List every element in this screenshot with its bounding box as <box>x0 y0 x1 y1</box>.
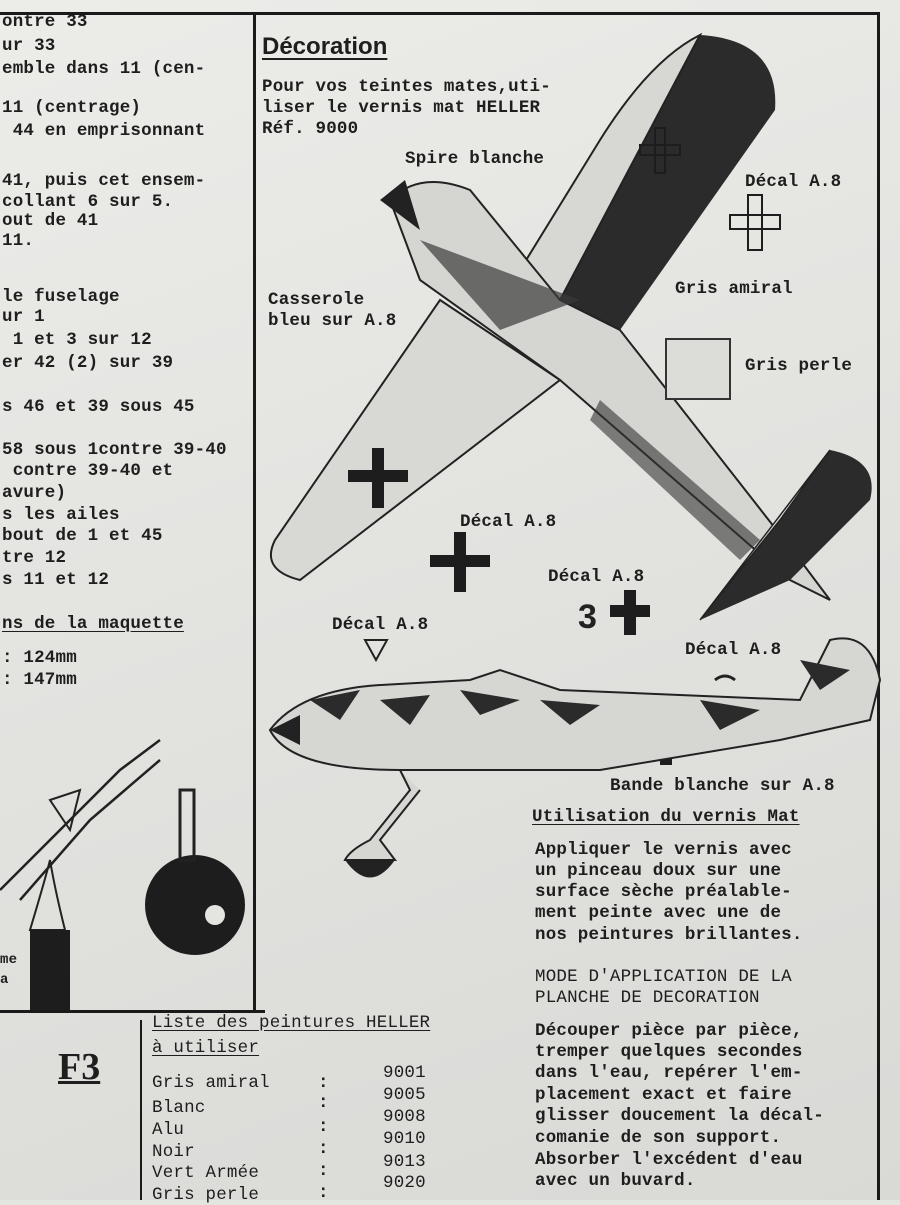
mode-line: comanie de son support. <box>535 1128 782 1148</box>
paint-name: Alu <box>152 1120 185 1140</box>
aircraft-number: 3 <box>578 598 597 636</box>
mode-line: avec un buvard. <box>535 1171 696 1191</box>
decoration-title: Décoration <box>262 33 388 60</box>
instruction-line: out de 41 <box>2 211 99 231</box>
mode-heading: PLANCHE DE DECORATION <box>535 988 760 1008</box>
paint-ref: 9005 <box>383 1085 426 1105</box>
paint-ref: 9001 <box>383 1063 426 1083</box>
paint-ref: 9013 <box>383 1152 426 1172</box>
instruction-line: 11. <box>2 231 35 251</box>
mode-line: Absorber l'excédent d'eau <box>535 1150 803 1170</box>
dimensions-heading: ns de la maquette <box>2 614 184 634</box>
dimension-length: : 147mm <box>2 670 77 690</box>
label-decal-fuselage: Décal A.8 <box>548 567 645 587</box>
mode-line: tremper quelques secondes <box>535 1042 803 1062</box>
instruction-line: contre 39-40 et <box>2 461 174 481</box>
vernis-line: ment peinte avec une de <box>535 903 782 923</box>
label-gris-amiral: Gris amiral <box>675 279 793 299</box>
balkenkreuz-outline-icon <box>639 127 781 251</box>
assembly-sketch <box>0 739 245 1010</box>
instruction-line: bout de 1 et 45 <box>2 526 163 546</box>
fragment-text: me <box>0 952 18 968</box>
instruction-line: 58 sous 1contre 39-40 <box>2 440 227 460</box>
instruction-line: ur 1 <box>2 307 45 327</box>
instruction-line: ur 33 <box>2 36 56 56</box>
gris-perle-swatch <box>665 338 731 400</box>
mode-heading: MODE D'APPLICATION DE LA <box>535 967 792 987</box>
label-decal-top: Décal A.8 <box>745 172 842 192</box>
paint-box-divider <box>140 1020 142 1200</box>
paint-name: Noir <box>152 1142 195 1162</box>
candle-icon <box>30 930 70 1010</box>
right-border <box>877 12 880 1200</box>
aircraft-drawings: 3 <box>268 32 882 878</box>
vernis-heading: Utilisation du vernis Mat <box>532 807 800 827</box>
paint-list-heading: à utiliser <box>152 1038 260 1058</box>
page-label: F3 <box>58 1046 101 1088</box>
aircraft-side-view: 3 <box>268 598 882 878</box>
paint-ref: 9008 <box>383 1107 426 1127</box>
decoration-intro: Pour vos teintes mates,uti- <box>262 77 551 97</box>
instruction-line: 41, puis cet ensem- <box>2 171 206 191</box>
decoration-intro: liser le vernis mat HELLER <box>262 98 541 118</box>
paint-name: Vert Armée <box>152 1163 260 1183</box>
paint-name: Gris perle <box>152 1185 260 1205</box>
vernis-line: un pinceau doux sur une <box>535 861 782 881</box>
label-decal-tail: Décal A.8 <box>685 640 782 660</box>
instruction-line: 11 (centrage) <box>2 98 142 118</box>
instruction-line: s les ailes <box>2 505 120 525</box>
vernis-line: nos peintures brillantes. <box>535 925 803 945</box>
instruction-line: 1 et 3 sur 12 <box>2 330 152 350</box>
decoration-intro: Réf. 9000 <box>262 119 359 139</box>
label-bande-blanche: Bande blanche sur A.8 <box>610 776 835 796</box>
label-decal-wing: Décal A.8 <box>460 512 557 532</box>
label-gris-perle: Gris perle <box>745 356 853 376</box>
paint-ref: 9020 <box>383 1173 426 1193</box>
instruction-line: ontre 33 <box>2 12 88 32</box>
paint-name: Gris amiral <box>152 1073 270 1093</box>
instruction-line: tre 12 <box>2 548 67 568</box>
paint-name: Blanc <box>152 1098 206 1118</box>
instruction-line: avure) <box>2 483 67 503</box>
mode-line: placement exact et faire <box>535 1085 792 1105</box>
paint-ref: 9010 <box>383 1129 426 1149</box>
left-bottom-border <box>0 1010 265 1013</box>
vernis-line: surface sèche préalable- <box>535 882 792 902</box>
vernis-line: Appliquer le vernis avec <box>535 840 792 860</box>
mode-line: glisser doucement la décal- <box>535 1106 824 1126</box>
aircraft-top-view <box>270 32 872 621</box>
instruction-line: 44 en emprisonnant <box>2 121 206 141</box>
top-border <box>0 12 880 15</box>
label-casserole: Casserole <box>268 290 365 310</box>
label-spire: Spire blanche <box>405 149 545 169</box>
dimension-span: : 124mm <box>2 648 77 668</box>
instruction-line: le fuselage <box>2 287 120 307</box>
instruction-line: er 42 (2) sur 39 <box>2 353 174 373</box>
emblem-icon <box>363 639 389 663</box>
label-casserole: bleu sur A.8 <box>268 311 397 331</box>
column-divider <box>253 12 256 1012</box>
instruction-line: s 46 et 39 sous 45 <box>2 397 195 417</box>
label-decal-nose: Décal A.8 <box>332 615 429 635</box>
instruction-line: collant 6 sur 5. <box>2 192 174 212</box>
paint-list-heading: Liste des peintures HELLER <box>152 1013 431 1033</box>
mode-line: Découper pièce par pièce, <box>535 1021 803 1041</box>
instruction-line: emble dans 11 (cen- <box>2 59 206 79</box>
fragment-text: a <box>0 972 9 988</box>
mode-line: dans l'eau, repérer l'em- <box>535 1063 803 1083</box>
wheel-icon <box>145 855 245 955</box>
instruction-line: s 11 et 12 <box>2 570 110 590</box>
